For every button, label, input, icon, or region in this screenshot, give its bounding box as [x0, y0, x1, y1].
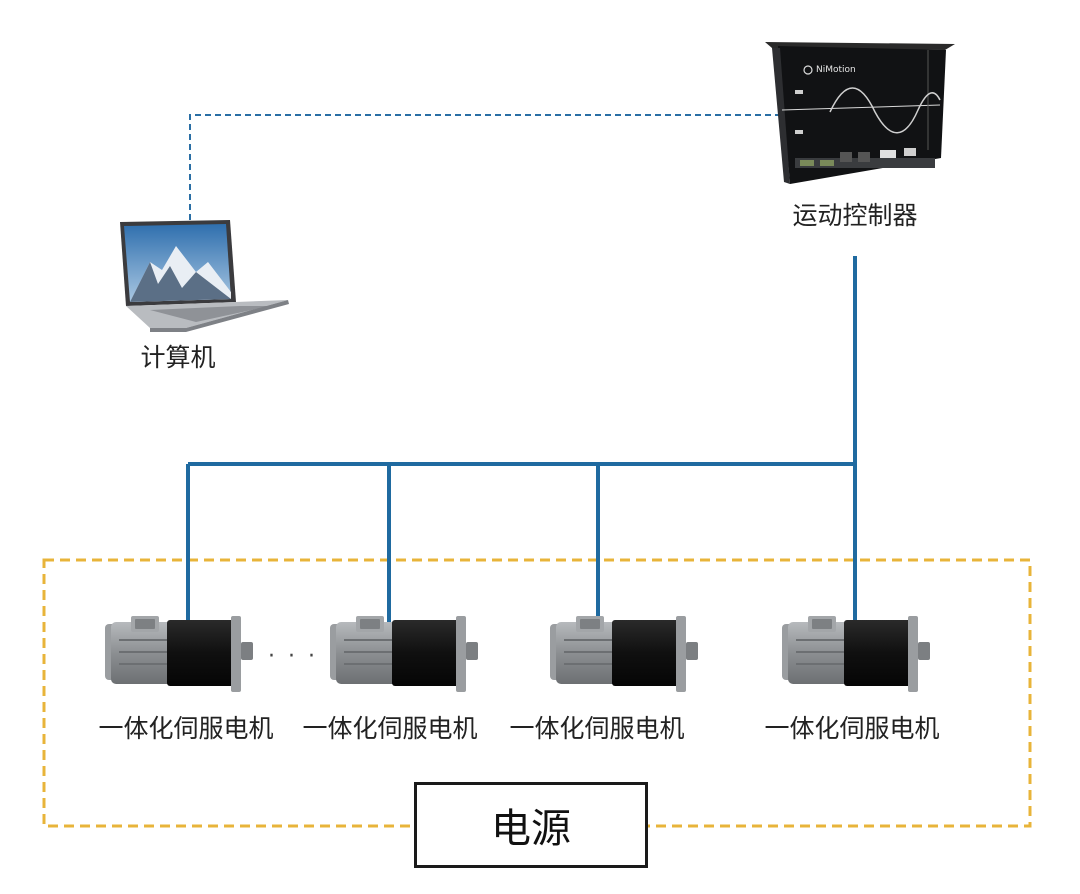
servo-motor-3 — [549, 615, 699, 693]
power-supply-label: 电源 — [491, 806, 571, 852]
servo-motor-1 — [104, 615, 254, 693]
power-supply-box: 电源 — [414, 782, 648, 868]
more-motors-ellipsis: · · · — [268, 644, 318, 669]
servo-motor-4 — [781, 615, 931, 693]
laptop-icon — [120, 220, 289, 332]
motor-label-1: 一体化伺服电机 — [98, 714, 274, 743]
controller-label: 运动控制器 — [792, 201, 918, 230]
controller-brand-text: NiMotion — [816, 65, 856, 75]
servo-motor-2 — [329, 615, 479, 693]
motion-controller-icon: NiMotion — [765, 42, 955, 184]
computer-label: 计算机 — [140, 343, 216, 372]
computer-controller-link — [189, 114, 790, 220]
motor-label-4: 一体化伺服电机 — [764, 714, 940, 743]
motor-label-2: 一体化伺服电机 — [302, 714, 478, 743]
bus-lines — [186, 256, 857, 624]
motor-label-3: 一体化伺服电机 — [509, 714, 685, 743]
